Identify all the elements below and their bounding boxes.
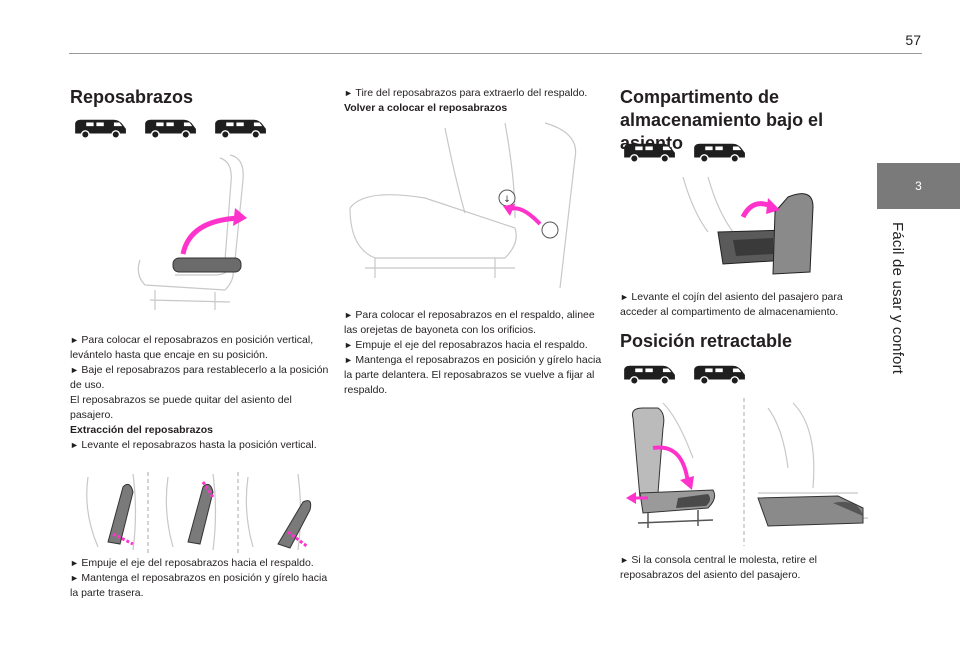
- subheading-refit: Volver a colocar el reposabrazos: [344, 102, 508, 114]
- chapter-tab[interactable]: 3: [877, 163, 960, 209]
- subheading-extraction: Extracción del reposabrazos: [70, 424, 213, 436]
- retractable-title-wrap: Posición retractable: [620, 330, 865, 353]
- section-title-armrest: Reposabrazos: [70, 87, 194, 107]
- col2-top-text: Tire del reposabrazos para extraerlo del…: [344, 86, 602, 116]
- under-seat-storage-illustration: [682, 176, 814, 275]
- extraction-text-block: Empuje el eje del reposabrazos hacia el …: [70, 556, 332, 601]
- armrest-extraction-illustration: [86, 472, 312, 554]
- pull-armrest-step: Tire del reposabrazos para extraerlo del…: [344, 86, 602, 101]
- armrest-note-removable: El reposabrazos se puede quitar del asie…: [70, 394, 292, 421]
- extraction-step-3: Mantenga el reposabrazos en posición y g…: [70, 571, 332, 601]
- storage-step-1: Levante el cojín del asiento del pasajer…: [620, 290, 865, 320]
- retractable-step-1: Si la consola central le molesta, retire…: [620, 553, 865, 583]
- armrest-step-raise: Para colocar el reposabrazos en posición…: [70, 333, 332, 363]
- van-icon: [214, 118, 267, 139]
- extraction-step-2: Empuje el eje del reposabrazos hacia el …: [70, 556, 332, 571]
- van-icon: [74, 118, 127, 139]
- armrest-text-block: Para colocar el reposabrazos en posición…: [70, 333, 332, 453]
- vehicle-icons-row3: [621, 362, 749, 386]
- van-icon: [623, 365, 676, 385]
- armrest-refit-illustration: ↓: [349, 122, 577, 289]
- refit-step-2: Empuje el eje del reposabrazos hacia el …: [344, 338, 602, 353]
- header-rule: [69, 53, 922, 54]
- chapter-title: Fácil de usar y confort: [889, 222, 906, 375]
- section-armrest-title-wrap: Reposabrazos: [70, 86, 332, 109]
- svg-text:↓: ↓: [503, 195, 511, 205]
- retractable-position-illustration: [626, 398, 869, 546]
- van-icon: [693, 365, 746, 385]
- van-icon: [693, 142, 746, 163]
- section-title-storage: Compartimento de almacenamiento bajo el …: [620, 87, 824, 153]
- storage-text-block: Levante el cojín del asiento del pasajer…: [620, 290, 865, 320]
- refit-step-1: Para colocar el reposabrazos en el respa…: [344, 308, 602, 338]
- vehicle-icons-row2: [621, 140, 749, 164]
- storage-title-wrap: Compartimento de almacenamiento bajo el …: [620, 86, 865, 155]
- van-icon: [623, 142, 676, 163]
- section-title-retractable: Posición retractable: [620, 331, 793, 351]
- extraction-step-1: Levante el reposabrazos hasta la posició…: [70, 438, 332, 453]
- van-icon: [144, 118, 197, 139]
- refit-text-block: Para colocar el reposabrazos en el respa…: [344, 308, 602, 398]
- refit-step-3: Mantenga el reposabrazos en posición y g…: [344, 353, 602, 398]
- armrest-step-lower: Baje el reposabrazos para restablecerlo …: [70, 363, 332, 393]
- armrest-lift-illustration: [137, 154, 247, 310]
- page-number: 57: [905, 32, 921, 48]
- vehicle-icons-row1: [72, 116, 270, 140]
- retractable-text-block: Si la consola central le molesta, retire…: [620, 553, 865, 583]
